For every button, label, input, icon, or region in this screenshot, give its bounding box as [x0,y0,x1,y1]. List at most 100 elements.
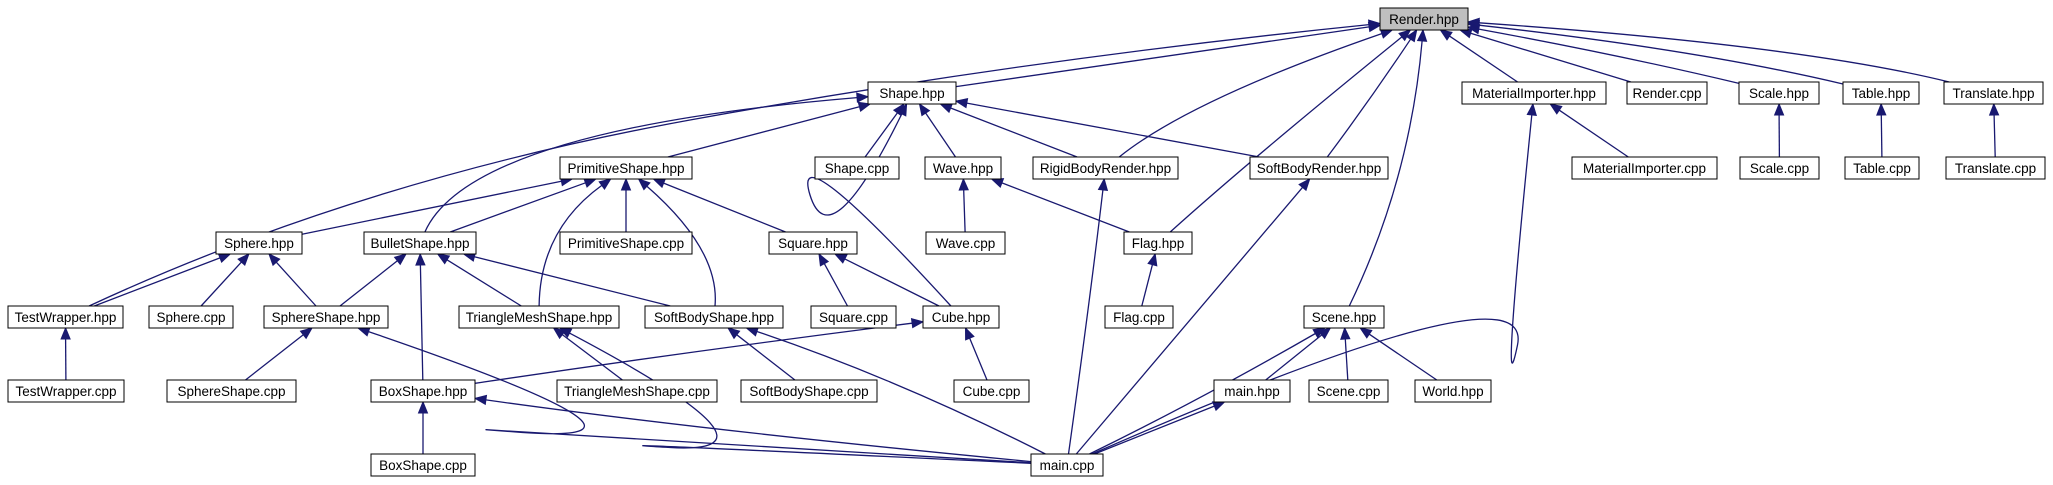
node-flag-hpp[interactable]: Flag.hpp [1123,231,1193,255]
node-label: Sphere.cpp [156,310,225,325]
edge-main-cpp-to-sphereshape-hpp [368,330,1032,464]
node-table-hpp[interactable]: Table.hpp [1842,81,1920,105]
node-rigidbodyrender-hpp[interactable]: RigidBodyRender.hpp [1032,156,1179,180]
node-softbodyshape-hpp[interactable]: SoftBodyShape.hpp [644,305,784,329]
node-scale-hpp[interactable]: Scale.hpp [1738,81,1820,105]
edges-layer [60,17,2000,464]
node-scale-cpp[interactable]: Scale.cpp [1739,156,1820,180]
node-materialimporter-hpp[interactable]: MaterialImporter.hpp [1461,81,1607,105]
node-softbodyrender-hpp[interactable]: SoftBodyRender.hpp [1249,156,1389,180]
node-label: World.hpp [1422,384,1483,399]
node-label: TestWrapper.cpp [15,384,116,399]
edge-materialimporter-hpp-to-render-hpp [1449,35,1518,83]
node-trianglemeshshape-hpp[interactable]: TriangleMeshShape.hpp [458,305,620,329]
edge-flag-hpp-to-render-hpp [1169,36,1403,233]
node-box [1844,156,1920,180]
node-cube-hpp[interactable]: Cube.hpp [922,305,1000,329]
node-trianglemeshshape-cpp[interactable]: TriangleMeshShape.cpp [556,379,718,403]
edge-wave-hpp-to-shape-hpp [925,112,957,158]
node-sphereshape-hpp[interactable]: SphereShape.hpp [263,305,389,329]
edge-sphereshape-cpp-to-sphereshape-hpp [245,334,304,381]
node-table-cpp[interactable]: Table.cpp [1844,156,1920,180]
arrowhead-translate-hpp-to-render-hpp [1466,17,1480,29]
node-label: SphereShape.hpp [272,310,381,325]
edge-bulletshape-hpp-to-primitiveshape-hpp [449,182,586,233]
edge-materialimporter-cpp-to-materialimporter-hpp [1558,109,1629,158]
node-main-cpp[interactable]: main.cpp [1030,453,1104,477]
node-scene-cpp[interactable]: Scene.cpp [1308,379,1389,403]
arrowhead-testwrapper-hpp-to-sphere-hpp [217,253,232,263]
node-label: Shape.cpp [825,161,890,176]
node-wave-cpp[interactable]: Wave.cpp [925,231,1006,255]
node-label: Translate.cpp [1955,161,2036,176]
node-scene-hpp[interactable]: Scene.hpp [1303,305,1385,329]
arrowhead-boxshape-cpp-to-boxshape-hpp [417,400,429,414]
node-main-hpp[interactable]: main.hpp [1213,379,1291,403]
node-materialimporter-cpp[interactable]: MaterialImporter.cpp [1571,156,1718,180]
edge-main-cpp-to-rigidbodyrender-hpp [1067,189,1104,455]
edge-rigidbodyrender-hpp-to-render-hpp [1118,32,1383,158]
node-primitiveshape-hpp[interactable]: PrimitiveShape.hpp [559,156,693,180]
node-bulletshape-hpp[interactable]: BulletShape.hpp [363,231,477,255]
arrowhead-wave-cpp-to-wave-hpp [958,177,969,191]
edge-testwrapper-hpp-to-render-hpp [88,23,1370,307]
edge-softbodyrender-hpp-to-render-hpp [1326,38,1412,158]
arrowhead-main-cpp-to-trianglemeshshape-hpp [558,327,573,338]
edge-softbodyshape-hpp-to-bulletshape-hpp [474,256,671,307]
edge-scene-hpp-to-render-hpp [1348,40,1423,307]
node-shape-cpp[interactable]: Shape.cpp [814,156,900,180]
node-box [953,379,1030,403]
node-label: SoftBodyRender.hpp [1257,161,1382,176]
node-sphereshape-cpp[interactable]: SphereShape.cpp [166,379,297,403]
arrowhead-square-hpp-to-primitiveshape-hpp [652,178,667,189]
node-label: PrimitiveShape.hpp [567,161,684,176]
node-sphere-cpp[interactable]: Sphere.cpp [148,305,234,329]
node-boxshape-hpp[interactable]: BoxShape.hpp [370,379,476,403]
node-label: Cube.hpp [932,310,991,325]
node-world-hpp[interactable]: World.hpp [1414,379,1492,403]
node-label: Flag.cpp [1113,310,1165,325]
node-shape-hpp[interactable]: Shape.hpp [867,81,957,105]
node-sphere-hpp[interactable]: Sphere.hpp [215,231,303,255]
node-label: BoxShape.cpp [379,458,467,473]
edge-shape-cpp-to-shape-hpp [864,112,898,158]
node-box [559,231,693,255]
node-translate-hpp[interactable]: Translate.hpp [1943,81,2044,105]
node-label: TestWrapper.hpp [15,310,117,325]
node-box [922,305,1000,329]
node-wave-hpp[interactable]: Wave.hpp [924,156,1002,180]
arrowhead-translate-cpp-to-translate-hpp [1988,102,2000,116]
edge-sphere-hpp-to-primitiveshape-hpp [301,180,562,235]
edge-boxshape-hpp-to-cube-hpp [474,322,913,384]
node-box [740,379,878,403]
arrowhead-cube-hpp-to-square-hpp [833,253,848,264]
node-square-cpp[interactable]: Square.cpp [810,305,897,329]
node-render-hpp[interactable]: Render.hpp [1379,7,1469,31]
edge-cube-cpp-to-cube-hpp [969,337,988,381]
node-label: Table.hpp [1852,86,1911,101]
arrowhead-trianglemeshshape-hpp-to-primitiveshape-hpp [598,178,612,190]
node-flag-cpp[interactable]: Flag.cpp [1104,305,1174,329]
node-box [810,305,897,329]
node-testwrapper-hpp[interactable]: TestWrapper.hpp [7,305,124,329]
node-box [1414,379,1492,403]
node-primitiveshape-cpp[interactable]: PrimitiveShape.cpp [559,231,693,255]
node-softbodyshape-cpp[interactable]: SoftBodyShape.cpp [740,379,878,403]
node-cube-cpp[interactable]: Cube.cpp [953,379,1030,403]
node-testwrapper-cpp[interactable]: TestWrapper.cpp [7,379,125,403]
node-boxshape-cpp[interactable]: BoxShape.cpp [370,453,476,477]
node-render-cpp[interactable]: Render.cpp [1626,81,1708,105]
edge-cube-hpp-to-shape-hpp [807,113,952,307]
node-square-hpp[interactable]: Square.hpp [768,231,858,255]
edge-main-cpp-to-trianglemeshshape-hpp [569,332,1032,464]
node-translate-cpp[interactable]: Translate.cpp [1945,156,2046,180]
edge-trianglemeshshape-hpp-to-bulletshape-hpp [446,259,522,307]
node-box [814,156,900,180]
node-box [458,305,620,329]
edge-table-hpp-to-render-hpp [1478,24,1844,85]
arrowhead-softbodyshape-cpp-to-softbodyshape-hpp [727,327,741,340]
node-box [1379,7,1469,31]
arrowhead-scene-cpp-to-scene-hpp [1340,326,1351,340]
node-box [1104,305,1174,329]
arrowhead-cube-cpp-to-cube-hpp [964,326,975,341]
